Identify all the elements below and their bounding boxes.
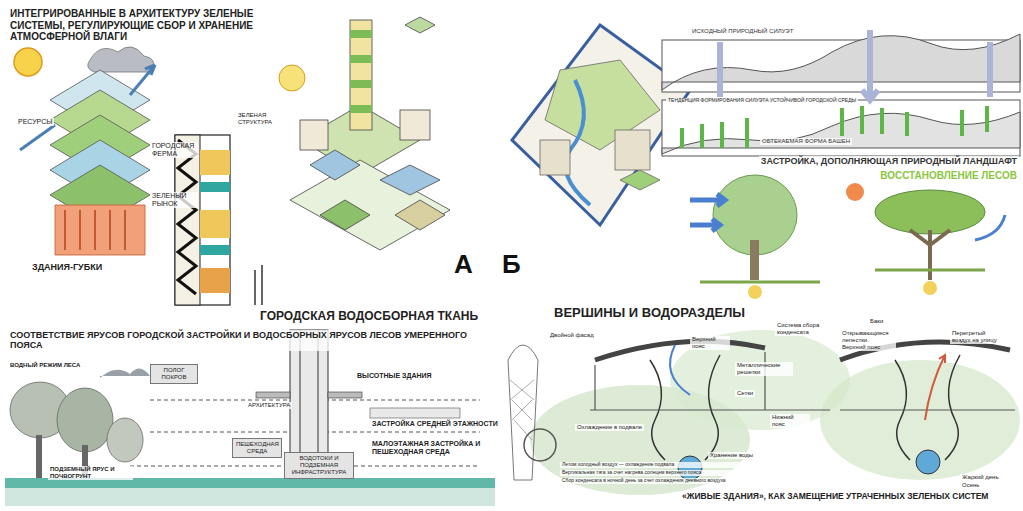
silhouette-bands bbox=[662, 30, 1020, 156]
label: Осень bbox=[960, 482, 981, 489]
label: ГОРОДСКАЯ ВОДОСБОРНАЯ ТКАНЬ bbox=[258, 310, 480, 324]
label: Жаркий день bbox=[960, 474, 1001, 481]
label: МАЛОЭТАЖНАЯ ЗАСТРОЙКА И ПЕШЕХОДНАЯ СРЕДА bbox=[370, 440, 490, 456]
label: ВЫСОТНЫЕ ЗДАНИЯ bbox=[355, 372, 434, 380]
tier-box: ПЕШЕХОДНАЯ СРЕДА bbox=[232, 438, 282, 458]
label: АРХИТЕКТУРА bbox=[246, 402, 292, 409]
tier-text: ПЕШЕХОДНАЯ СРЕДА bbox=[236, 441, 278, 455]
label: ЗДАНИЯ-ГУБКИ bbox=[30, 262, 104, 272]
label: Сбор конденсата в ночной день за счет ох… bbox=[560, 478, 820, 484]
label: Система сбора конденсата bbox=[775, 322, 835, 336]
label: ВОССТАНОВЛЕНИЕ ЛЕСОВ bbox=[878, 170, 1019, 182]
label: Вертикальная тяга за счет нагрева солнце… bbox=[560, 470, 780, 476]
label: Б bbox=[500, 250, 523, 280]
label: Баки bbox=[868, 318, 885, 325]
label: Сетки bbox=[735, 390, 755, 397]
label: ОБТЕКАЕМАЯ ФОРМА БАШЕН bbox=[760, 138, 852, 145]
label: Нижний пояс bbox=[770, 414, 810, 428]
label: Металлические решетки bbox=[735, 362, 793, 376]
label: Летом холодный воздух — охлаждение подва… bbox=[560, 462, 780, 468]
label: Хранение воды bbox=[708, 452, 755, 459]
isometric-city bbox=[279, 17, 450, 250]
forest-restoration bbox=[690, 175, 1005, 299]
tier-text: ВОДОТОКИ И ПОДЗЕМНАЯ ИНФРАСТРУКТУРА bbox=[288, 455, 350, 476]
label: Открывающиеся лепестки. Верхний пояс bbox=[840, 330, 896, 351]
tier-box: ПОЛОГ ПОКРОВ bbox=[150, 364, 198, 384]
label: СООТВЕТСТВИЕ ЯРУСОВ ГОРОДСКОЙ ЗАСТРОЙКИ … bbox=[8, 330, 488, 351]
label: ИНТЕГРИРОВАННЫЕ В АРХИТЕКТУРУ ЗЕЛЕНЫЕ СИ… bbox=[8, 8, 308, 43]
label: ГОРОДСКАЯ ФЕРМА bbox=[150, 142, 198, 158]
label: ВОДНЫЙ РЕЖИМ ЛЕСА bbox=[8, 362, 88, 369]
label: ПОДЗЕМНЫЙ ЯРУС И ПОЧВОГРУНТ bbox=[48, 466, 133, 480]
label: ЗАСТРОЙКА, ДОПОЛНЯЮЩАЯ ПРИРОДНЫЙ ЛАНДШАФ… bbox=[759, 156, 1019, 166]
living-buildings-section bbox=[508, 330, 1020, 495]
sponge-building bbox=[14, 47, 155, 255]
label: Перегретый воздух на улицу bbox=[950, 330, 1006, 344]
label: ЗЕЛЕНАЯ СТРУКТУРА bbox=[236, 112, 298, 126]
label: ЗЕЛЕНЫЙ РЫНОК bbox=[150, 192, 198, 208]
label: ВЕРШИНЫ И ВОДОРАЗДЕЛЫ bbox=[552, 306, 747, 321]
label: Двойной фасад bbox=[548, 332, 596, 339]
label: Охлаждение в подвале bbox=[575, 424, 644, 431]
tier-box: ВОДОТОКИ И ПОДЗЕМНАЯ ИНФРАСТРУКТУРА bbox=[284, 452, 354, 479]
label: РЕСУРСЫ bbox=[16, 118, 54, 126]
label: А bbox=[452, 250, 475, 280]
label: Верхний пояс bbox=[690, 336, 730, 350]
forest-city-section bbox=[5, 330, 495, 506]
label: ТЕНДЕНЦИЯ ФОРМИРОВАНИЯ СИЛУЭТА УСТОЙЧИВО… bbox=[666, 98, 858, 104]
label: ИСХОДНЫЙ ПРИРОДНЫЙ СИЛУЭТ bbox=[690, 28, 795, 35]
label: «ЖИВЫЕ ЗДАНИЯ», КАК ЗАМЕЩЕНИЕ УТРАЧЕННЫХ… bbox=[680, 492, 1015, 502]
tier-text: ПОЛОГ ПОКРОВ bbox=[154, 367, 194, 381]
green-structure-column bbox=[175, 135, 262, 305]
label: ЗАСТРОЙКА СРЕДНЕЙ ЭТАЖНОСТИ bbox=[370, 420, 500, 428]
